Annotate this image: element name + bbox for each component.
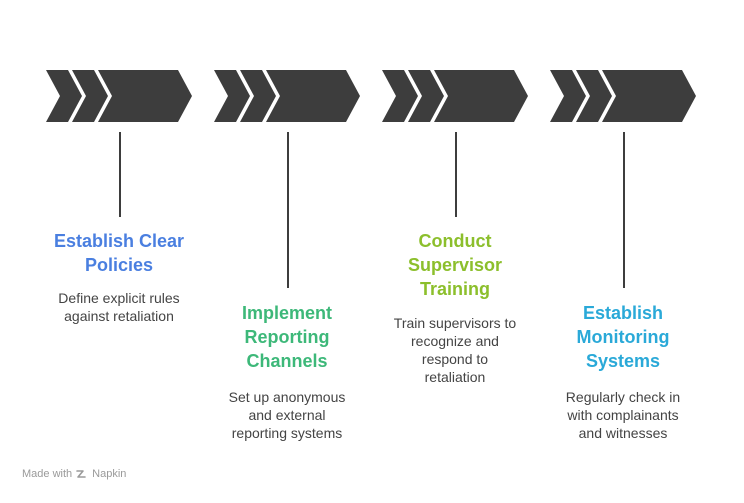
step-4-title: Establish Monitoring Systems [538, 301, 708, 373]
arrow-head-icon [266, 70, 360, 122]
arrow-head-icon [434, 70, 528, 122]
chevron-icon [550, 70, 586, 122]
step-4-title-line: Monitoring [576, 327, 670, 347]
step-4-desc-line: with complainants [567, 407, 679, 423]
step-2-title-line: Implement [241, 303, 333, 323]
step-4-description: Regularly check in with complainants and… [538, 388, 708, 442]
arrow-head-icon [602, 70, 696, 122]
step-1-chevrons [46, 70, 194, 122]
step-3-desc-line: Train supervisors to [393, 315, 517, 331]
step-2-description: Set up anonymous and external reporting … [202, 388, 372, 442]
step-2-title-line: Reporting [244, 327, 330, 347]
step-4-title-line: Systems [585, 351, 661, 371]
arrow-head-icon [98, 70, 192, 122]
step-4-connector [623, 132, 625, 288]
step-2-desc-line: and external [248, 407, 326, 423]
step-1-title-line: Policies [84, 255, 154, 275]
step-2-desc-line: reporting systems [231, 425, 343, 441]
step-2-title-line: Channels [246, 351, 328, 371]
chevron-icon [576, 70, 612, 122]
step-2-desc-line: Set up anonymous [228, 389, 346, 405]
napkin-logo-icon [76, 468, 88, 480]
step-3-title: Conduct Supervisor Training [370, 229, 540, 301]
step-3-description: Train supervisors to recognize and respo… [370, 314, 540, 386]
chevron-icon [214, 70, 250, 122]
step-4-chevrons [550, 70, 698, 122]
step-1-description: Define explicit rules against retaliatio… [34, 289, 204, 325]
step-1-connector [119, 132, 121, 217]
made-with-napkin-footer: Made with Napkin [22, 468, 126, 480]
chevron-icon [408, 70, 444, 122]
step-2-title: Implement Reporting Channels [202, 301, 372, 373]
step-4-desc-line: Regularly check in [565, 389, 681, 405]
step-3-title-line: Training [419, 279, 490, 299]
footer-prefix: Made with [22, 468, 73, 480]
step-3-desc-line: retaliation [424, 369, 486, 385]
step-3-title-line: Conduct [418, 231, 492, 251]
step-3-title-line: Supervisor [407, 255, 503, 275]
step-3-connector [455, 132, 457, 217]
step-4-title-line: Establish [582, 303, 664, 323]
step-2-chevrons [214, 70, 362, 122]
chevron-icon [240, 70, 276, 122]
step-4-desc-line: and witnesses [578, 425, 668, 441]
chevron-icon [382, 70, 418, 122]
step-1-title-line: Establish Clear [53, 231, 185, 251]
step-1-desc-line: Define explicit rules [58, 290, 180, 306]
chevron-icon [72, 70, 108, 122]
step-3-chevrons [382, 70, 530, 122]
chevron-icon [46, 70, 82, 122]
step-3-desc-line: recognize and [411, 333, 499, 349]
footer-brand: Napkin [92, 468, 127, 480]
step-2-connector [287, 132, 289, 288]
step-1-title: Establish Clear Policies [34, 229, 204, 277]
step-1-desc-line: against retaliation [64, 308, 174, 324]
step-3-desc-line: respond to [421, 351, 489, 367]
